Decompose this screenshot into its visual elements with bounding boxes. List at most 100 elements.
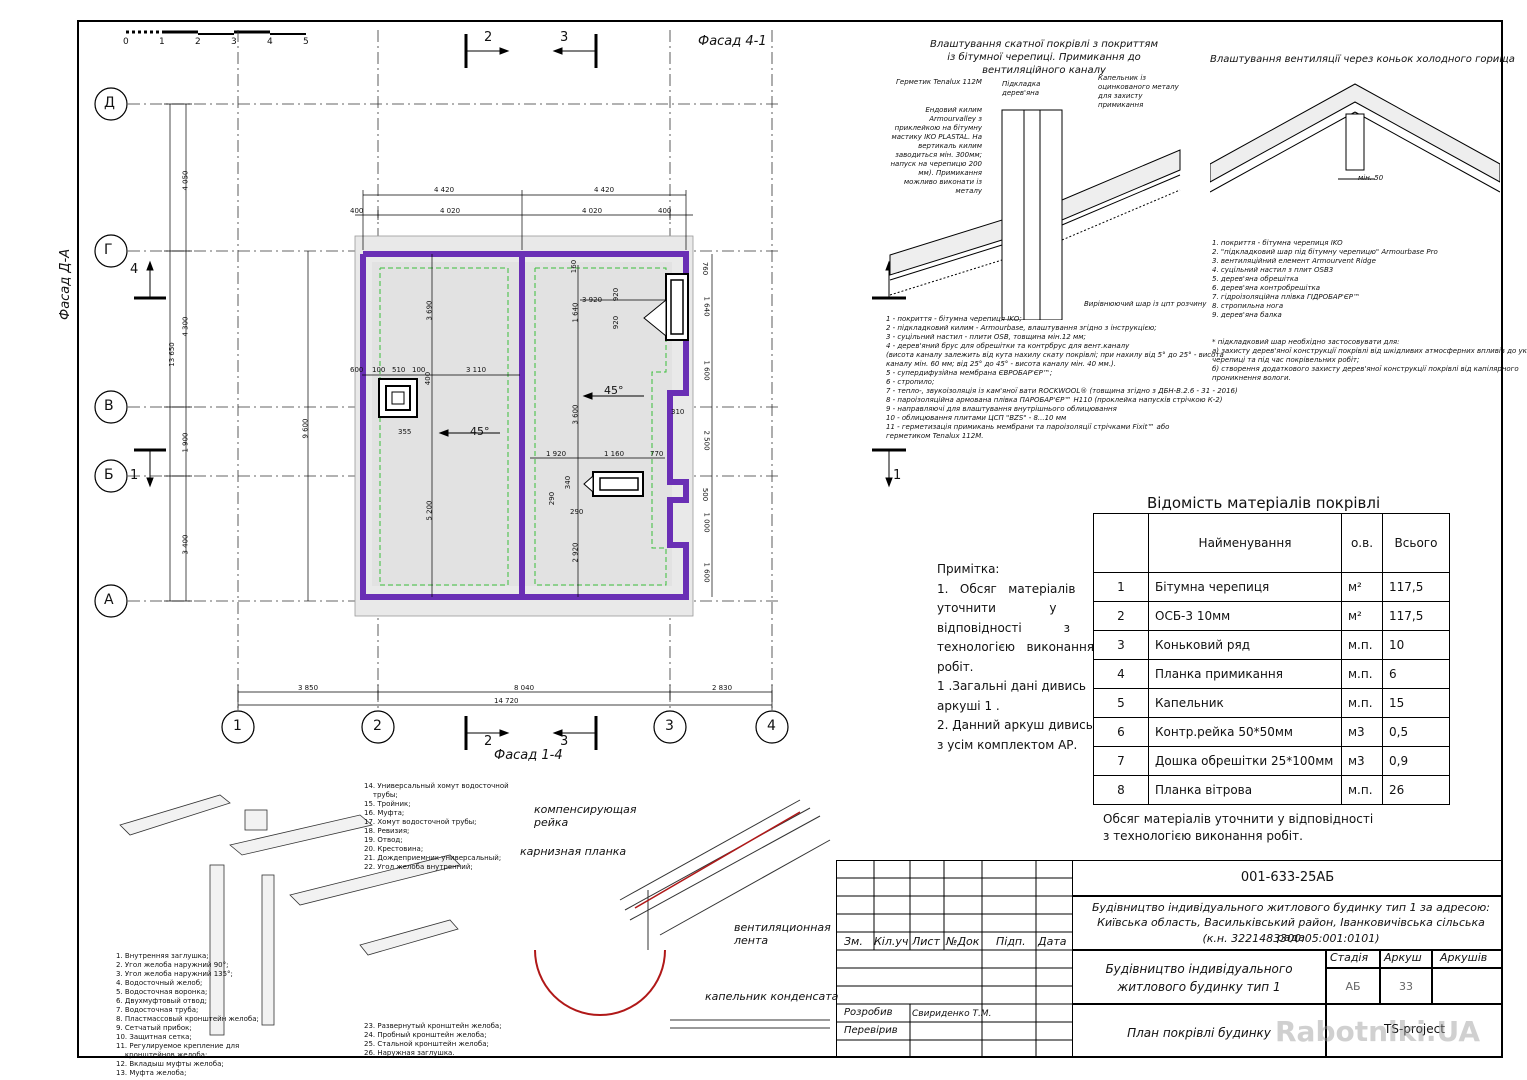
drawing-sheet-frame [77, 20, 1503, 1058]
dim-top-f: 400 [658, 207, 672, 215]
dim-3690: 3 690 [425, 300, 434, 321]
spec-cell: 6 [1382, 659, 1450, 689]
detail1-legend-line: 8 - пароізоляційна армована плівка ПАРОБ… [886, 396, 1223, 404]
dim-1160: 1 160 [604, 450, 625, 458]
detail2-note-line: а) захисту дерев'яної конструкції покрів… [1212, 347, 1527, 355]
dim-5200: 5 200 [425, 500, 434, 521]
detail1-legend-line: 10 - облицювання плитами ЦСП "BZS" - 8..… [886, 414, 1067, 422]
gutter-legend-line: 26. Наружная заглушка. [364, 1049, 455, 1057]
gutter-legend-line: 14. Универсальный хомут водосточной [364, 782, 509, 790]
dim-1640: 1 640 [571, 302, 580, 323]
spec-header-num [1093, 513, 1149, 573]
spec-footnote-1: Обсяг матеріалів уточнити у відповідност… [1103, 812, 1374, 826]
spec-cell: 0,9 [1382, 746, 1450, 776]
dim-920b: 920 [612, 315, 621, 330]
section-mark-3-top: 3 [560, 30, 569, 45]
eaves-label-4: капельник конденсата [705, 990, 839, 1003]
scale-1: 1 [159, 37, 165, 47]
dim-100b: 100 [412, 366, 426, 374]
spec-cell: 3 [1093, 630, 1149, 660]
axis-label-4: 4 [767, 718, 776, 734]
notes-line: 2. Данний аркуш дивись [937, 718, 1093, 732]
dim-340: 340 [564, 475, 573, 490]
dim-left-d: 3 400 [181, 534, 190, 555]
spec-cell: Бітумна черепиця [1148, 572, 1342, 602]
detail2-legend: 1. покриття - бітумна черепиця IKO 2. "п… [1212, 239, 1438, 320]
detail2-note-line: б) створення додаткового захисту дерев'я… [1212, 365, 1519, 373]
detail1-callout-drip: Капельник із оцинкованого металу для зах… [1098, 74, 1179, 109]
section-mark-2-bottom: 2 [484, 734, 493, 749]
gutter-legend-line: 9. Сетчатый прибок; [116, 1024, 192, 1032]
gutter-legend-line: 20. Крестовина; [364, 845, 424, 853]
detail2-legend-line: 5. дерев'яна обрешітка [1212, 275, 1299, 283]
dim-left-b: 4 300 [181, 316, 190, 337]
spec-cell: Планка вітрова [1148, 775, 1342, 805]
gutter-legend-line: кронштейнов желоба; [116, 1051, 208, 1059]
tb-sheet-header: Аркуш [1384, 951, 1422, 964]
spec-cell: 0,5 [1382, 717, 1450, 747]
eaves-label-3: вентиляционная [734, 921, 831, 934]
title-block-grid [836, 860, 1072, 1058]
spec-cell: м3 [1341, 717, 1383, 747]
detail1-callout-rail: Підкладка дерев'яна [1002, 80, 1041, 97]
title-block: Зм. Кіл.уч Лист №Док Підп. Дата Розробив… [836, 860, 1503, 1058]
dim-400: 400 [424, 371, 433, 386]
dim-1920: 1 920 [546, 450, 567, 458]
detail2-note-line: * підкладковий шар необхідно застосовува… [1212, 338, 1400, 346]
detail1-callout-valley: Ендовий килим Armourvalley з приклейкою … [890, 106, 982, 195]
spec-header-unit: о.в. [1341, 513, 1383, 573]
dim-top-c: 400 [350, 207, 364, 215]
dim-r1600: 1 600 [702, 360, 711, 381]
detail1-legend-line: 1 - покриття - бітумна черепиця IKO; [886, 315, 1022, 323]
gutter-legend-line: 22. Угол желоба внутренний; [364, 863, 473, 871]
gutter-legend-line: 16. Муфта; [364, 809, 405, 817]
spec-cell: 7 [1093, 746, 1149, 776]
eaves-label-1: компенсирующая [534, 803, 637, 816]
dim-top-e: 4 020 [582, 207, 603, 215]
notes-block: Примітка: 1. Обсяг матеріалів уточнити у… [937, 560, 1094, 755]
gutter-legend-line: 15. Тройник; [364, 800, 411, 808]
tb-col-signature: Підп. [996, 935, 1026, 948]
notes-line: відповідності з [937, 620, 1071, 635]
spec-cell: ОСБ-3 10мм [1148, 601, 1342, 631]
detail2-title: Влаштування вентиляції через коньок холо… [1210, 54, 1515, 65]
detail1-legend-line: 7 - тепло-, звукоізоляція із кам'яної ва… [886, 387, 1238, 395]
slope-label-left: 45° [470, 425, 490, 438]
gutter-legend-line: 2. Угол желоба наружний 90°; [116, 961, 229, 969]
gutter-legend-right-top: 14. Универсальный хомут водосточной труб… [364, 782, 509, 872]
tb-stage: АБ [1345, 980, 1361, 993]
tb-col-zm: Зм. [844, 935, 863, 948]
detail2-min-label: мін. 50 [1358, 174, 1384, 182]
dim-510: 510 [392, 366, 406, 374]
axis-label-3: 3 [665, 718, 674, 734]
gutter-legend-line: 24. Пробный кронштейн желоба; [364, 1031, 487, 1039]
gutter-legend-line: 12. Вкладыш муфты желоба; [116, 1060, 224, 1068]
watermark-logo: Rabotniki.UA [1275, 1015, 1481, 1048]
scale-4: 4 [267, 37, 273, 47]
spec-header-name: Найменування [1148, 513, 1342, 573]
detail1-legend-line: 11 - герметизація примикань мембрани та … [886, 423, 1170, 440]
notes-line: робіт. [937, 659, 974, 674]
spec-cell: Планка примикання [1148, 659, 1342, 689]
spec-cell: м² [1341, 601, 1383, 631]
dim-r1640: 1 640 [702, 296, 711, 317]
detail2-legend-line: 4. суцільний настил з плит OSB3 [1212, 266, 1334, 274]
tb-project: Будівництво індивідуального житлового бу… [1092, 901, 1490, 944]
dim-290: 290 [548, 491, 557, 506]
gutter-legend-line: 25. Стальной кронштейн желоба; [364, 1040, 489, 1048]
gutter-legend-line: 1. Внутренняя заглушка; [116, 952, 209, 960]
detail1-legend-line: 9 - направляючі для влаштування внутрішн… [886, 405, 1117, 413]
detail2-graphic [1210, 83, 1500, 193]
slope-label-right: 45° [604, 384, 624, 397]
scale-5: 5 [303, 37, 309, 47]
spec-cell: м.п. [1341, 775, 1383, 805]
gutter-legend-line: 10. Защитная сетка; [116, 1033, 192, 1041]
dim-355: 355 [398, 428, 412, 436]
notes-line: технологією виконання [937, 640, 1095, 654]
spec-cell: 6 [1093, 717, 1149, 747]
detail2-note-line: черепиці та під час покрівельних робіт; [1212, 356, 1360, 364]
